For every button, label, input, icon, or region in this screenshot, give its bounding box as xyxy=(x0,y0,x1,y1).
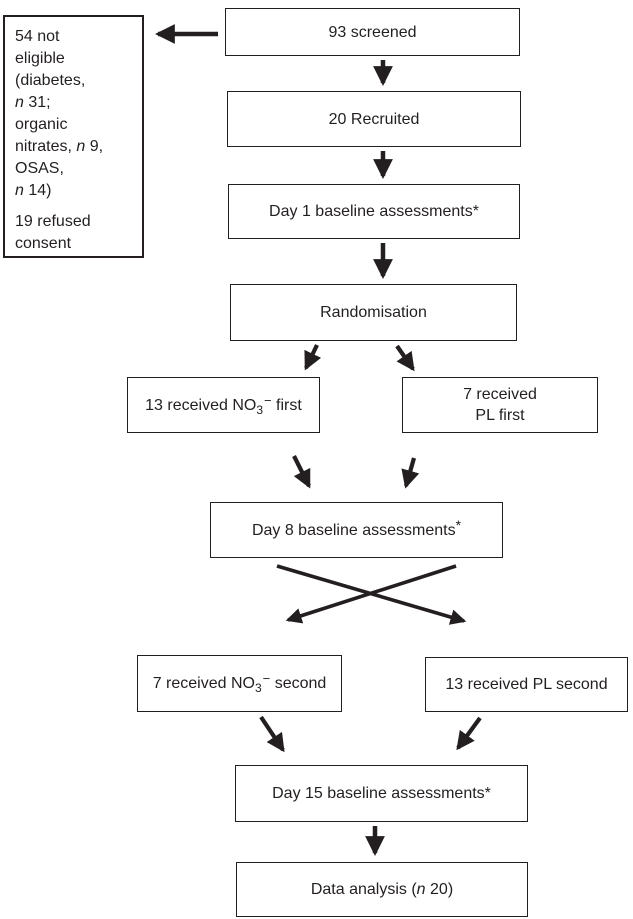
label-text: 7 received NO xyxy=(152,675,255,692)
italic-n: n xyxy=(15,182,24,199)
box-label: Randomisation xyxy=(320,304,427,321)
flow-box-pl-second: 13 received PL second xyxy=(425,657,628,712)
asterisk-superscript: * xyxy=(455,516,462,533)
note-line: n 14) xyxy=(15,180,132,202)
label-line: 7 received xyxy=(463,386,537,403)
box-label: Day 8 baseline assessments* xyxy=(251,516,462,541)
arrow-plfirst-to-day8 xyxy=(401,457,420,489)
box-label: Day 15 baseline assessments* xyxy=(272,785,491,802)
box-label: 7 received PL first xyxy=(463,384,537,426)
flow-box-pl-first: 7 received PL first xyxy=(402,377,598,433)
note-line: n 31; xyxy=(15,92,132,114)
superscript-minus: − xyxy=(264,392,272,408)
label-text: 13 received NO xyxy=(145,396,257,414)
flow-box-screened: 93 screened xyxy=(225,8,520,56)
note-line-text: nitrates, xyxy=(15,138,77,155)
superscript-minus: − xyxy=(262,671,271,686)
subscript-3: 3 xyxy=(256,402,264,417)
flow-box-data-analysis: Data analysis (n 20) xyxy=(236,862,528,917)
arrow-no3first-to-day8 xyxy=(292,455,311,489)
note-line: OSAS, xyxy=(15,160,64,177)
flow-box-randomisation: Randomisation xyxy=(230,284,517,341)
note-line-text: 14) xyxy=(23,182,52,199)
box-label: Data analysis (n 20) xyxy=(311,879,453,900)
note-line: eligible xyxy=(15,50,65,67)
arrow-crossover-to-no3second xyxy=(285,564,457,624)
box-label: 20 Recruited xyxy=(328,110,420,128)
label-text: Day 8 baseline assessments xyxy=(251,521,456,539)
note-line: 19 refused xyxy=(15,213,91,230)
arrow-randomisation-to-plfirst xyxy=(395,344,415,372)
note-line: consent xyxy=(15,235,72,252)
arrow-plsecond-to-day15 xyxy=(456,716,482,751)
note-line-text: 9, xyxy=(85,138,104,155)
note-line: organic xyxy=(15,116,68,133)
box-label: 7 received NO3− second xyxy=(152,671,327,695)
flow-box-day15-assessments: Day 15 baseline assessments* xyxy=(235,765,528,822)
refused-consent-paragraph: 19 refused consent xyxy=(15,211,132,255)
note-line: 54 not xyxy=(15,28,60,45)
label-line: PL first xyxy=(475,407,525,424)
italic-n: n xyxy=(416,881,426,898)
note-box-exclusions: 54 not eligible (diabetes, n 31; organic… xyxy=(3,15,144,258)
box-label: 13 received NO3− first xyxy=(145,392,302,417)
label-text: 20) xyxy=(425,881,454,898)
label-text: Data analysis ( xyxy=(310,881,417,898)
flow-box-recruited: 20 Recruited xyxy=(227,91,521,147)
label-text: second xyxy=(270,675,327,692)
box-label: 13 received PL second xyxy=(445,676,608,693)
exclusion-text-paragraph: 54 not eligible (diabetes, n 31; organic… xyxy=(15,26,132,202)
italic-n: n xyxy=(15,94,24,111)
flow-box-day1-assessments: Day 1 baseline assessments* xyxy=(228,184,520,239)
note-line: nitrates, n 9, xyxy=(15,136,132,158)
italic-n: n xyxy=(76,138,86,155)
arrow-no3second-to-day15 xyxy=(259,715,285,753)
subscript-3: 3 xyxy=(254,681,262,695)
flow-box-no3-first: 13 received NO3− first xyxy=(127,377,320,433)
flow-box-no3-second: 7 received NO3− second xyxy=(137,655,342,712)
label-text: first xyxy=(271,396,302,414)
note-line: (diabetes, xyxy=(15,72,86,89)
box-label: Day 1 baseline assessments* xyxy=(269,203,479,220)
flow-box-day8-assessments: Day 8 baseline assessments* xyxy=(210,502,503,558)
arrow-randomisation-to-no3first xyxy=(304,344,322,371)
note-line-text: 31; xyxy=(23,94,51,111)
box-label: 93 screened xyxy=(328,23,417,41)
